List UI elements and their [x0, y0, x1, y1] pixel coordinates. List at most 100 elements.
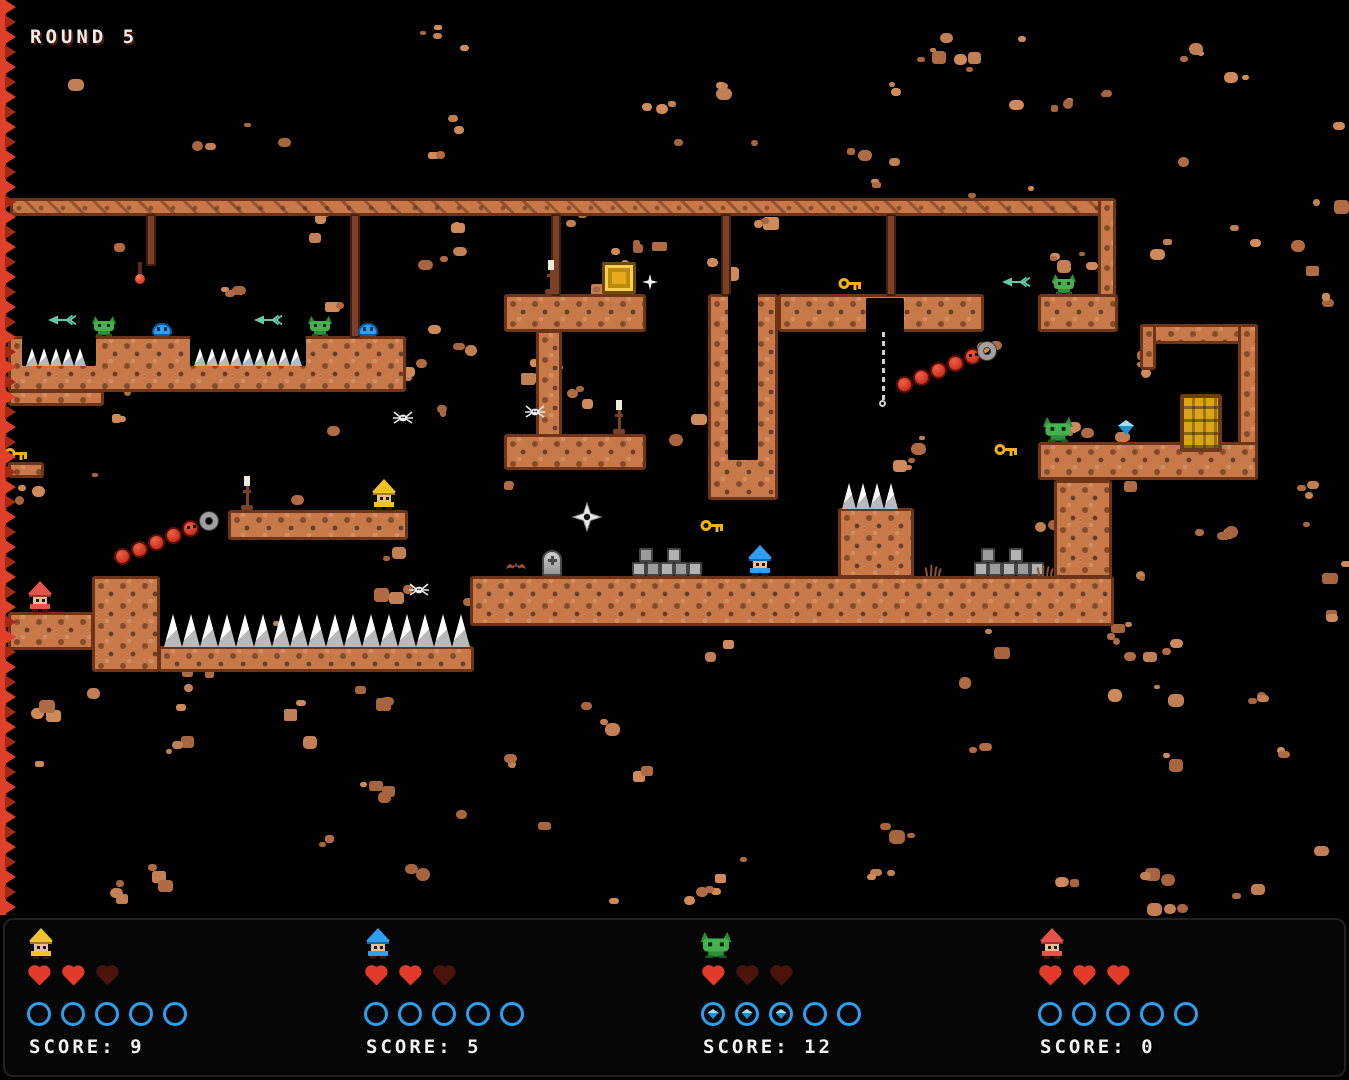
dirt-speckle [453, 125, 465, 134]
spike-icon [206, 348, 218, 366]
dirt-speckle [1322, 299, 1335, 308]
support-post [350, 214, 360, 338]
goblin-ear [108, 316, 116, 324]
spike-icon [842, 483, 856, 509]
dirt-speckle [911, 442, 927, 456]
gnome-hat-brim [373, 492, 395, 495]
dirt-speckle [110, 887, 124, 899]
player-blue [748, 545, 772, 576]
gnome-hat [366, 928, 390, 941]
goblin-foot [322, 334, 328, 336]
left-hazard-wall [0, 0, 16, 915]
dirt-speckle [114, 243, 126, 252]
dirt-speckle [906, 833, 915, 839]
goblin-foot [718, 955, 727, 958]
dirt-speckle [867, 874, 876, 880]
dirt-speckle [857, 150, 873, 162]
dirt-speckle [504, 753, 518, 764]
dirt-speckle [1027, 185, 1035, 191]
dirt-speckle [1248, 697, 1257, 704]
hazard-tooth-icon [5, 570, 16, 584]
rubble-block [660, 562, 674, 576]
spike-icon [344, 614, 362, 647]
candlestick [544, 260, 558, 294]
dirt-speckle [720, 82, 728, 89]
platform [504, 294, 646, 332]
rubble-block [674, 562, 688, 576]
wall-block [536, 330, 562, 438]
goblin-body [1058, 289, 1070, 293]
candle-stem [617, 410, 621, 429]
dirt-speckle [460, 44, 470, 52]
candlestick [240, 476, 254, 510]
platform [470, 576, 1114, 626]
gnome-eye [42, 599, 45, 602]
hazard-tooth-icon [5, 375, 16, 389]
dirt-speckle [1017, 35, 1027, 42]
spike-icon [50, 348, 62, 366]
dirt-speckle [1250, 883, 1265, 895]
dirt-speckle [889, 157, 901, 166]
dirt-speckle [433, 24, 442, 30]
dirt-speckle [402, 374, 412, 381]
dirt-speckle [642, 102, 652, 111]
spider-icon [393, 411, 413, 424]
dirt-speckle [158, 880, 174, 892]
dirt-speckle [46, 710, 61, 723]
goblin-eye [1050, 427, 1055, 431]
gnome-foot [752, 573, 758, 576]
dirt-speckle [447, 114, 458, 123]
player-avatar-blue [366, 928, 390, 959]
dirt-speckle [917, 56, 925, 63]
dirt-speckle [967, 193, 977, 199]
dirt-speckle [903, 465, 912, 471]
hazard-tooth-icon [5, 675, 16, 689]
hazard-tooth-icon [5, 690, 16, 704]
spike-icon [266, 348, 278, 366]
goblin-ear [721, 932, 732, 943]
goblin-body [98, 331, 110, 335]
gnome-foot [1054, 956, 1060, 959]
gnome-body [368, 951, 388, 956]
support-post [551, 214, 561, 296]
chain [879, 332, 886, 407]
goblin-foot [1060, 439, 1068, 442]
dirt-speckle [1140, 871, 1152, 881]
heart-filled-icon [1072, 966, 1096, 987]
dirt-speckle [39, 700, 55, 713]
dirt-speckle [377, 791, 391, 803]
gravestone [542, 550, 562, 576]
slime-body [358, 323, 378, 336]
rubble-block [974, 562, 988, 576]
goblin-body [1050, 435, 1066, 441]
dirt-speckle [966, 67, 974, 73]
gnome-eye [37, 946, 40, 949]
score-label: SCORE: 9 [29, 1036, 145, 1058]
dirt-speckle [750, 139, 759, 147]
dirt-speckle [1326, 613, 1338, 622]
gem-slots-row [1038, 1002, 1198, 1026]
slime-eye [164, 327, 167, 331]
rubble-blocks [974, 548, 1044, 576]
slime-eye [363, 327, 366, 331]
dirt-speckle [967, 52, 981, 65]
spike-icon [434, 614, 452, 647]
hazard-tooth-icon [5, 885, 16, 899]
goblin-eye [98, 324, 101, 327]
candle-stem [245, 486, 249, 505]
goblin-body [314, 331, 326, 335]
centipede-enemy [114, 520, 200, 566]
heart-filled-icon [701, 966, 725, 987]
platform [92, 576, 160, 672]
sparkle-icon [642, 274, 658, 290]
hearts-row [1038, 966, 1130, 987]
gnome-hat [372, 479, 396, 492]
dirt-speckle [1062, 99, 1074, 110]
dirt-speckle [450, 223, 465, 233]
spike-icon [236, 614, 254, 647]
hazard-tooth-icon [5, 225, 16, 239]
goblin-ear [324, 316, 332, 324]
hazard-tooth-icon [5, 150, 16, 164]
